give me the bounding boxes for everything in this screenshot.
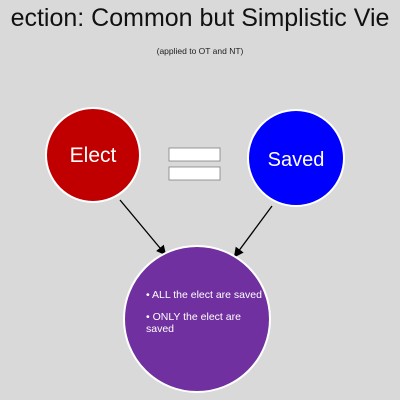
bullet-only-elect-saved: • ONLY the elect are saved [146, 311, 266, 335]
arrow-elect-to-result [119, 199, 167, 256]
result-circle [123, 245, 271, 393]
equals-bar-bottom [168, 166, 221, 181]
slide-title: ection: Common but Simplistic Vie [10, 4, 390, 32]
arrow-saved-to-result [233, 205, 273, 258]
saved-label: Saved [268, 149, 325, 171]
bullet-marker: • [146, 289, 153, 301]
bullet-marker: • [146, 311, 153, 323]
equals-bar-top [168, 147, 221, 162]
saved-circle [247, 109, 345, 207]
result-bullets: • ALL the elect are saved • ONLY the ele… [146, 289, 266, 345]
bullet-all-elect-saved: • ALL the elect are saved [146, 289, 266, 301]
slide-subtitle: (applied to OT and NT) [156, 46, 244, 56]
elect-circle [45, 107, 141, 203]
bullet-text: ONLY the elect are saved [146, 311, 241, 335]
elect-label: Elect [70, 144, 117, 167]
bullet-text: ALL the elect are saved [152, 289, 262, 301]
